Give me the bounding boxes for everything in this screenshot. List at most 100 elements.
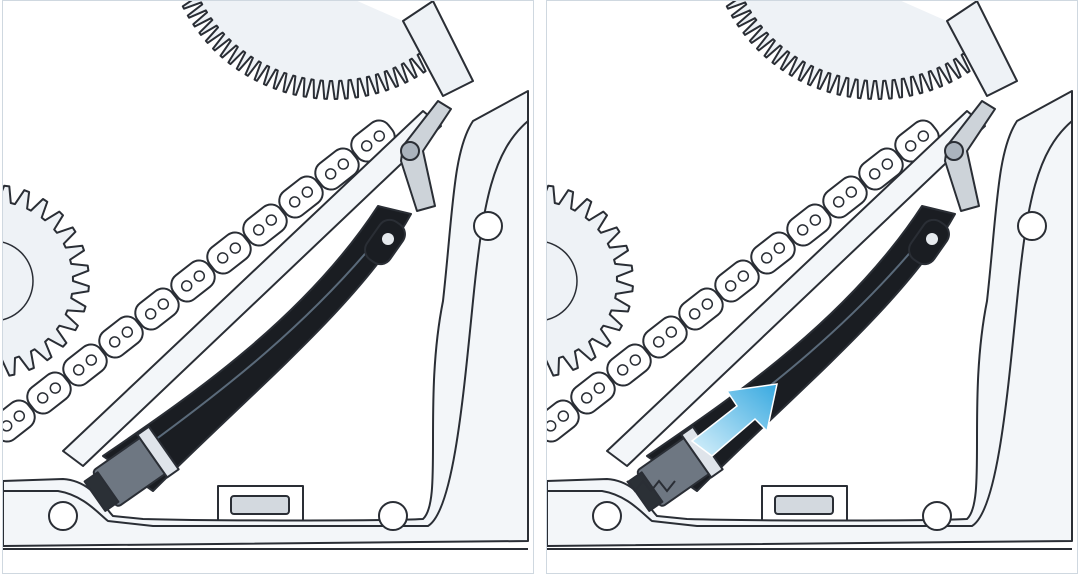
chain-pin (85, 354, 98, 366)
chain-pin (688, 308, 701, 320)
upper-sprocket-hub (946, 1, 1018, 97)
chain-pin (881, 158, 894, 170)
chain-plate (714, 259, 760, 303)
chain-link (714, 259, 760, 303)
engine-housing (3, 90, 529, 547)
chain-link (98, 315, 144, 359)
blade-slot-pin (926, 233, 938, 245)
chain-link (278, 175, 324, 219)
housing-inner-edge (3, 120, 529, 527)
chain-pin (701, 298, 714, 310)
chain-pin (3, 420, 13, 432)
left-sprocket-hub (547, 241, 578, 321)
chain-plate (606, 343, 652, 387)
chain-pin (652, 336, 665, 348)
chain-plate (278, 175, 324, 219)
chain-pin (252, 224, 265, 236)
chain-link (858, 147, 904, 191)
tensioner-spring (626, 479, 676, 493)
chain-pin (36, 392, 49, 404)
chain-pin (180, 280, 193, 292)
chain-plate (3, 399, 36, 443)
chain-pin (917, 130, 930, 142)
tensioner-blade-highlight (132, 225, 389, 457)
chain-pin (724, 280, 737, 292)
tensioner-diagram-before (3, 1, 529, 550)
chain-pin (13, 410, 26, 422)
chain-pin (108, 336, 121, 348)
tensioner-diagram-after (547, 1, 1073, 550)
bolt-hole-2 (922, 501, 952, 531)
chain-plate (822, 175, 868, 219)
chain-link (822, 175, 868, 219)
chain-plate (170, 259, 216, 303)
chain-link (547, 399, 580, 443)
chain-link (242, 203, 288, 247)
chain-pin (121, 326, 134, 338)
left-sprocket (547, 184, 634, 377)
chain-link (642, 315, 688, 359)
chain-pin (288, 196, 301, 208)
chain-link (170, 259, 216, 303)
chain-pin (796, 224, 809, 236)
tensioner-cap (627, 471, 664, 512)
chain-pin (832, 196, 845, 208)
chain-plate (62, 343, 108, 387)
chain-pin (301, 186, 314, 198)
chain-pin (616, 364, 629, 376)
chain-pin (557, 410, 570, 422)
tensioner-cap (83, 471, 120, 512)
chain-pin (809, 214, 822, 226)
chain-pin (904, 140, 917, 152)
tensioner-blade-body (102, 205, 412, 492)
upper-sprocket-teeth (725, 1, 995, 100)
chain-plate (206, 231, 252, 275)
chain-pin (593, 382, 606, 394)
chain-pin (229, 242, 242, 254)
pivot-arm (400, 100, 452, 212)
housing-inner-edge (547, 120, 1073, 527)
bolt-hole-1 (48, 501, 78, 531)
chain-plate (570, 371, 616, 415)
chain-plate (134, 287, 180, 331)
pivot-bolt (944, 141, 964, 161)
chain-pin (580, 392, 593, 404)
chain-pin (737, 270, 750, 282)
chain-pin (337, 158, 350, 170)
pivot-bolt (400, 141, 420, 161)
oil-bracket (217, 485, 304, 521)
chain-pin (49, 382, 62, 394)
spring-coil (626, 479, 676, 493)
upper-sprocket-teeth (181, 1, 451, 100)
engine-housing (547, 90, 1073, 547)
hydraulic-tensioner (83, 425, 180, 512)
bracket-outline (217, 485, 304, 521)
chain-plate (858, 147, 904, 191)
chain-pin (265, 214, 278, 226)
chain-link (62, 343, 108, 387)
chain-pin (216, 252, 229, 264)
tensioner-flange (136, 425, 180, 479)
chain-pin (157, 298, 170, 310)
chain-pin (773, 242, 786, 254)
chain-pin (144, 308, 157, 320)
timing-chain (547, 119, 940, 443)
bolt-hole-2 (378, 501, 408, 531)
tensioner-blade (102, 205, 412, 492)
panel-before (2, 0, 534, 574)
chain-pin (373, 130, 386, 142)
chain-plate (26, 371, 72, 415)
chain-plate (750, 231, 796, 275)
pivot-arm (944, 100, 996, 212)
upper-sprocket (181, 1, 474, 100)
bracket-insert (230, 495, 290, 515)
chain-link (570, 371, 616, 415)
chain-guide-rail (62, 110, 442, 467)
chain-pin (324, 168, 337, 180)
chain-pin (72, 364, 85, 376)
chain-link (678, 287, 724, 331)
upper-sprocket-hub (402, 1, 474, 97)
chain-plate (786, 203, 832, 247)
chain-pin (360, 140, 373, 152)
hydraulic-tensioner (627, 425, 724, 512)
